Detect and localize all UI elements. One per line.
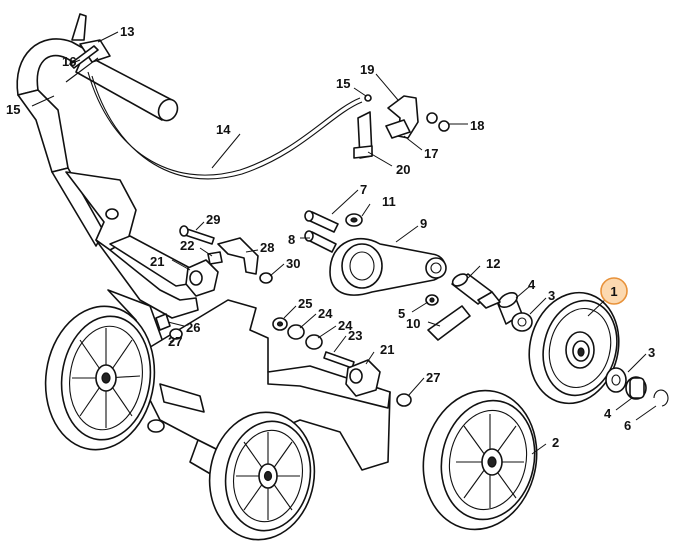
callout-22: 22 (180, 238, 194, 253)
cable-14 (87, 71, 372, 180)
callout-15-left: 15 (6, 102, 20, 117)
callout-4-right: 4 (604, 406, 612, 421)
callout-24-lower: 24 (338, 318, 353, 333)
callout-5: 5 (398, 306, 405, 321)
callout-29: 29 (206, 212, 220, 227)
callout-27-left: 27 (168, 334, 182, 349)
rear-left-wheel (44, 305, 156, 451)
leader-lines (31, 31, 657, 455)
callout-1: 1 (610, 284, 617, 299)
callout-13: 13 (120, 24, 134, 39)
callout-12: 12 (486, 256, 500, 271)
callout-10: 10 (406, 316, 420, 331)
callout-23: 23 (348, 328, 362, 343)
callout-14: 14 (216, 122, 231, 137)
callout-24-upper: 24 (318, 306, 333, 321)
callout-9: 9 (420, 216, 427, 231)
callout-7: 7 (360, 182, 367, 197)
wheel-part-1 (528, 291, 620, 405)
callout-17: 17 (424, 146, 438, 161)
callout-3-right: 3 (648, 345, 655, 360)
wheel-part-2 (422, 389, 538, 531)
callout-26: 26 (186, 320, 200, 335)
callout-21-right: 21 (380, 342, 394, 357)
callout-2: 2 (552, 435, 559, 450)
callout-4-left: 4 (528, 277, 536, 292)
callout-21-left: 21 (150, 254, 164, 269)
callout-28: 28 (260, 240, 274, 255)
callout-3-left: 3 (548, 288, 555, 303)
callout-8: 8 (288, 232, 295, 247)
callout-6: 6 (624, 418, 631, 433)
callout-18: 18 (470, 118, 484, 133)
callouts: 1 2 3 3 4 4 5 6 7 8 9 10 11 12 13 14 15 … (6, 24, 655, 450)
callout-27-right: 27 (426, 370, 440, 385)
callout-1-highlight[interactable]: 1 (600, 277, 628, 305)
callout-11: 11 (382, 194, 396, 209)
callout-20: 20 (396, 162, 410, 177)
front-left-wheel (208, 411, 316, 541)
callout-19: 19 (360, 62, 374, 77)
callout-25: 25 (298, 296, 312, 311)
callout-16: 16 (62, 54, 76, 69)
highlight-ring (600, 277, 628, 305)
callout-30: 30 (286, 256, 300, 271)
callout-15-cable: 15 (336, 76, 350, 91)
